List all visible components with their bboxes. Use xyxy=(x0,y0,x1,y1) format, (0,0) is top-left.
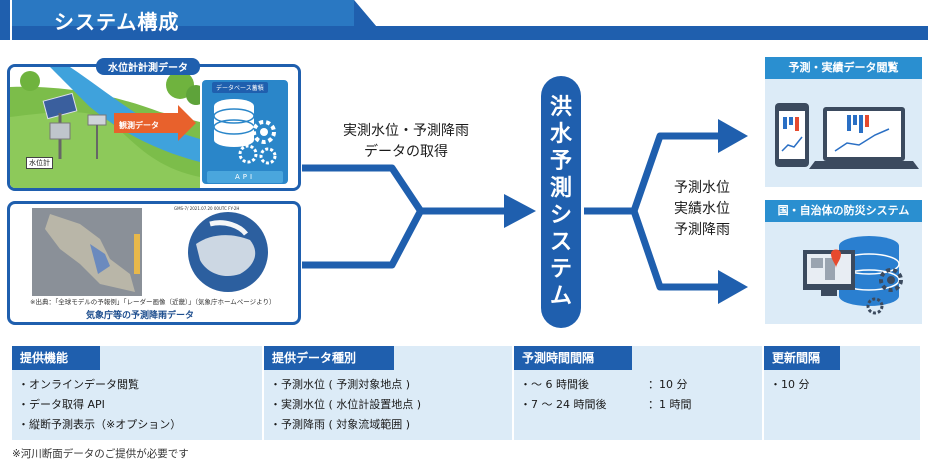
core-label-char: ス xyxy=(549,230,572,255)
core-label-char: テ xyxy=(549,257,572,282)
database-label: データベース蓄積 xyxy=(212,82,268,93)
data-types-list: ・予測水位 ( 予測対象地点 ) ・実測水位 ( 水位計設置地点 ) ・予測降雨… xyxy=(270,375,421,435)
water-level-label: 水位計計測データ xyxy=(96,58,200,75)
interval-row-label: ・7 ～ 24 時間後 xyxy=(520,398,607,411)
output-forecast-rain: 予測降雨 xyxy=(674,222,730,238)
interval-row-value: ：1 時間 xyxy=(648,398,692,411)
interval-row-label: ・～ 6 時間後 xyxy=(520,378,589,391)
header-band xyxy=(0,0,928,40)
data-types-box: 提供データ種別 ・予測水位 ( 予測対象地点 ) ・実測水位 ( 水位計設置地点… xyxy=(264,346,512,440)
data-viewing-title: 予測・実績データ閲覧 xyxy=(765,57,922,79)
rainfall-forecast-caption: 気象庁等の予測降雨データ xyxy=(86,311,195,321)
output-forecast-level: 予測水位 xyxy=(674,180,730,196)
features-item: ・オンラインデータ閲覧 xyxy=(18,378,139,391)
flood-forecast-system-block xyxy=(541,76,581,328)
data-types-title: 提供データ種別 xyxy=(264,346,394,370)
update-list: ・10 分 xyxy=(770,375,810,395)
data-viewing-panel: 予測・実績データ閲覧 xyxy=(765,57,922,187)
interval-row: ・～ 6 時間後 ：10 分 xyxy=(520,375,688,395)
interval-row-value: ：10 分 xyxy=(648,378,688,391)
data-types-item: ・予測降雨 ( 対象流域範囲 ) xyxy=(270,418,411,431)
radar-satellite-images xyxy=(32,208,268,296)
interval-title: 予測時間間隔 xyxy=(514,346,632,370)
interval-row: ・7 ～ 24 時間後 ：1 時間 xyxy=(520,395,692,415)
interval-list: ・～ 6 時間後 ：10 分 ・7 ～ 24 時間後 ：1 時間 xyxy=(520,375,692,415)
page-title: システム構成 xyxy=(54,10,180,34)
core-label-char: 水 xyxy=(549,122,572,147)
devices-icon xyxy=(775,103,919,169)
update-title: 更新間隔 xyxy=(764,346,840,370)
core-label-char: シ xyxy=(549,203,572,228)
data-acquisition-label: 実測水位・予測降雨 データの取得 xyxy=(336,121,476,163)
server-icon xyxy=(803,236,903,315)
disaster-system-panel: 国・自治体の防災システム xyxy=(765,200,922,324)
data-types-item: ・実測水位 ( 水位計設置地点 ) xyxy=(270,398,422,411)
core-label-char: ム xyxy=(549,284,572,309)
core-label-char: 測 xyxy=(549,176,572,201)
database-box xyxy=(200,78,290,186)
core-label-char: 予 xyxy=(549,149,572,174)
features-box: 提供機能 ・オンラインデータ閲覧 ・データ取得 API ・縦断予測表示（※オプシ… xyxy=(12,346,262,440)
footnote: ※河川断面データのご提供が必要です xyxy=(12,448,189,460)
features-item: ・縦断予測表示（※オプション） xyxy=(18,418,182,431)
features-list: ・オンラインデータ閲覧 ・データ取得 API ・縦断予測表示（※オプション） xyxy=(18,375,181,435)
features-item: ・データ取得 API xyxy=(18,398,105,411)
data-types-item: ・予測水位 ( 予測対象地点 ) xyxy=(270,378,411,391)
interval-box: 予測時間間隔 ・～ 6 時間後 ：10 分 ・7 ～ 24 時間後 ：1 時間 xyxy=(514,346,762,440)
data-acquisition-line1: 実測水位・予測降雨 xyxy=(343,123,469,139)
data-acquisition-line2: データの取得 xyxy=(364,144,448,160)
update-box: 更新間隔 ・10 分 xyxy=(764,346,920,440)
features-title: 提供機能 xyxy=(12,346,100,370)
api-label: API xyxy=(207,171,283,183)
disaster-system-title: 国・自治体の防災システム xyxy=(765,200,922,222)
rainfall-forecast-panel xyxy=(7,201,301,325)
satellite-caption: GMS-7/ 2021.07.20 00UTC FY-2H xyxy=(174,206,240,211)
observation-arrow-label: 観測データ xyxy=(119,121,159,130)
river-illustration xyxy=(10,67,298,188)
update-item: ・10 分 xyxy=(770,378,810,391)
flood-forecast-system-label: 洪水予測システム xyxy=(541,94,581,310)
output-actual-level: 実績水位 xyxy=(674,201,730,217)
database-icon xyxy=(213,99,277,165)
output-data-label: 予測水位 実績水位 予測降雨 xyxy=(662,178,742,241)
source-note: ※出典：「全球モデルの予報例」「レーダー画像（近畿）」（気象庁ホームページより） xyxy=(30,298,276,306)
gauge-label: 水位計 xyxy=(26,157,53,169)
core-label-char: 洪 xyxy=(549,95,572,120)
